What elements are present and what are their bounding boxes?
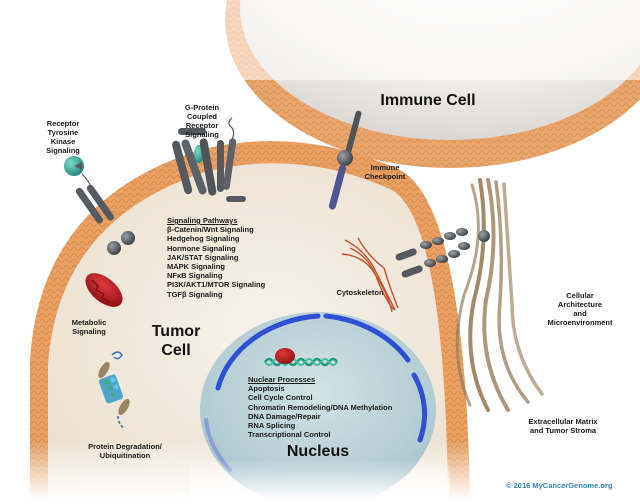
list-item: RNA Splicing	[248, 421, 296, 431]
signaling-pathways-header: Signaling Pathways	[167, 216, 238, 225]
list-item: Cell Cycle Control	[248, 393, 313, 403]
nucleus	[190, 312, 450, 504]
extracellular-matrix-fibers	[455, 178, 544, 412]
list-item: Hedgehog Signaling	[167, 234, 240, 244]
list-item: Apoptosis	[248, 384, 285, 394]
immune-cell-label: Immune Cell	[380, 92, 476, 109]
list-item: MAPK Signaling	[167, 262, 225, 272]
list-item: NFκB Signaling	[167, 271, 223, 281]
nuclear-processes-header: Nuclear Processes	[248, 375, 316, 384]
mitochondrion-icon	[85, 273, 123, 307]
cytoskeleton-label: Cytoskeleton	[336, 288, 384, 297]
cellular-architecture-label: Cellular Architecture and Microenvironme…	[547, 291, 613, 327]
g-protein-coupled-receptor-icon	[172, 117, 246, 202]
list-item: JAK/STAT Signaling	[167, 252, 239, 262]
list-item: TGFβ Signaling	[167, 289, 223, 299]
dna-histone-icon	[263, 348, 339, 367]
receptor-tyrosine-kinase-icon	[64, 156, 135, 255]
rtk-label: Receptor Tyrosine Kinase Signaling	[46, 119, 80, 155]
list-item: Transcriptional Control	[248, 430, 331, 440]
copyright-notice: © 2016 MyCancerGenome.org	[506, 481, 613, 490]
immune-checkpoint-icon	[328, 110, 362, 210]
ecm-label: Extracellular Matrix and Tumor Stroma	[528, 417, 598, 435]
protein-degradation-label: Protein Degradation/ Ubiquitination	[88, 442, 162, 460]
metabolic-signaling-label: Metabolic Signaling	[71, 318, 107, 336]
list-item: DNA Damage/Repair	[248, 411, 321, 421]
cytoskeleton-icon	[341, 237, 399, 313]
integrin-icon	[395, 228, 490, 278]
signaling-pathways-list: Signaling Pathways β-Catenin/Wnt Signali…	[167, 216, 265, 299]
list-item: Hormone Signaling	[167, 243, 236, 253]
immune-checkpoint-label: Immune Checkpoint	[364, 163, 406, 181]
gpcr-label: G-Protein Coupled Receptor Signaling	[184, 103, 220, 139]
proteasome-icon	[98, 351, 130, 429]
nuclear-processes-list: Nuclear Processes Apoptosis Cell Cycle C…	[248, 375, 392, 439]
nucleus-label: Nucleus	[286, 443, 350, 460]
immune-cell	[200, 0, 640, 168]
list-item: PI3K/AKT1/MTOR Signaling	[167, 280, 266, 290]
tumor-cell-label: Tumor Cell	[151, 323, 201, 359]
list-item: Chromatin Remodeling/DNA Methylation	[248, 402, 393, 412]
list-item: β-Catenin/Wnt Signaling	[167, 225, 254, 235]
